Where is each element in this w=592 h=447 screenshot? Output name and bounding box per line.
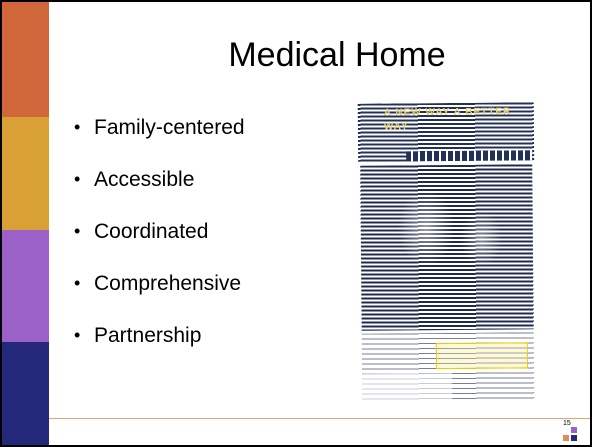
page-marker-navy	[571, 435, 577, 441]
bullet-item: • Coordinated	[72, 219, 245, 244]
bullet-dot: •	[74, 117, 81, 137]
bullet-item: • Comprehensive	[72, 271, 245, 296]
bullet-item: • Partnership	[72, 323, 245, 348]
bullet-dot: •	[74, 273, 81, 293]
bullet-text: Accessible	[94, 168, 195, 191]
page-marker-purple	[571, 427, 577, 433]
bullet-text: Partnership	[94, 324, 202, 347]
strip-segment-purple	[2, 230, 49, 342]
poster-highlight-box	[435, 342, 529, 370]
bullet-item: • Accessible	[72, 167, 245, 192]
footer-divider	[49, 418, 590, 419]
bullet-dot: •	[74, 169, 81, 189]
bullet-text: Comprehensive	[94, 272, 242, 295]
poster-header-text: A NEW WAY A BETTER WAY	[383, 106, 512, 133]
bullet-item: • Family-centered	[72, 115, 245, 140]
poster-subtitle-band	[406, 150, 533, 162]
bullet-text: Family-centered	[94, 116, 245, 139]
bullet-dot: •	[74, 325, 81, 345]
left-color-strip	[2, 2, 49, 445]
page-number: 15	[563, 420, 571, 427]
poster-image: A NEW WAY A BETTER WAY	[355, 102, 539, 404]
strip-segment-gold	[2, 117, 49, 230]
strip-segment-orange	[2, 2, 49, 117]
strip-segment-navy	[2, 342, 49, 445]
page-marker-orange	[563, 435, 569, 441]
poster-lower-fade	[362, 372, 453, 402]
slide-title: Medical Home	[228, 36, 446, 74]
poster-photo	[360, 164, 534, 331]
bullet-list: • Family-centered • Accessible • Coordin…	[72, 115, 245, 375]
bullet-text: Coordinated	[94, 220, 209, 243]
bullet-dot: •	[74, 221, 81, 241]
